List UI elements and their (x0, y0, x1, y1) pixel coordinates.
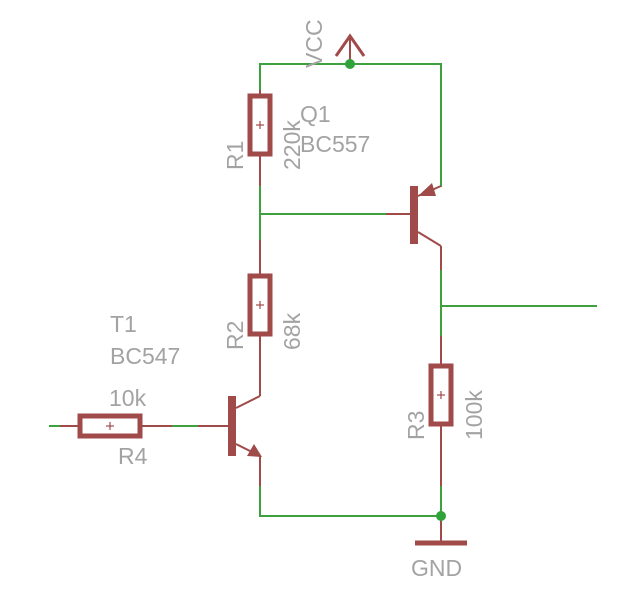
q1-name-label: Q1 (300, 101, 331, 127)
transistor-t1 (198, 395, 262, 486)
t1-model-label: BC547 (110, 343, 180, 369)
r2-value-label: 68k (279, 312, 305, 350)
junction-vcc (345, 59, 355, 69)
r4-name-label: R4 (118, 443, 148, 469)
r3-value-label: 100k (461, 390, 487, 440)
resistor-r2 (247, 240, 273, 396)
r2-name-label: R2 (222, 321, 248, 350)
resistor-r4 (60, 413, 172, 439)
gnd-label: GND (411, 555, 462, 581)
transistor-q1 (386, 183, 442, 270)
resistor-r3 (428, 336, 454, 486)
r1-value-label: 220k (279, 120, 305, 170)
wire-t1-emitter (259, 485, 442, 517)
junction-gnd (436, 511, 446, 521)
t1-name-label: T1 (110, 311, 137, 337)
r1-name-label: R1 (222, 141, 248, 170)
r3-name-label: R3 (403, 411, 429, 440)
q1-model-label: BC557 (300, 131, 370, 157)
vcc-label: VCC (301, 19, 327, 68)
wires (49, 63, 597, 541)
r4-value-label: 10k (109, 385, 147, 411)
resistor-r1 (247, 90, 273, 186)
